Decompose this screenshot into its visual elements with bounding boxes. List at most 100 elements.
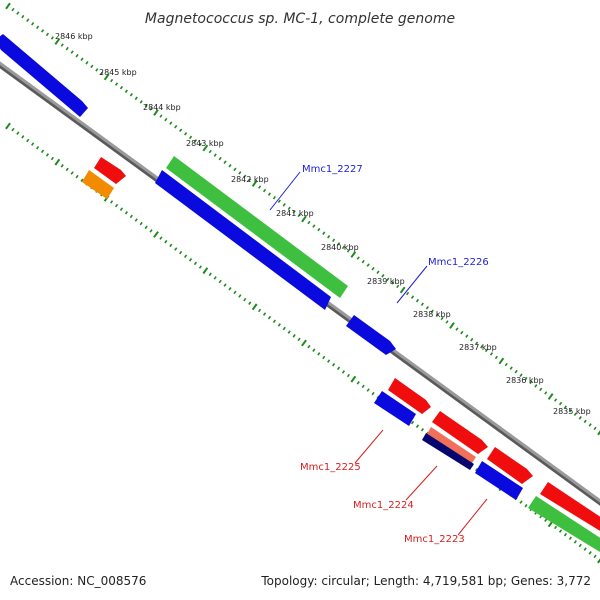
- gene-label-mmc1-2226[interactable]: Mmc1_2226: [428, 257, 489, 268]
- minor-tick: [159, 236, 163, 240]
- minor-tick: [100, 71, 104, 76]
- minor-tick: [346, 249, 350, 253]
- minor-tick: [593, 554, 597, 559]
- gene-arrow-blue-mmc1-2225[interactable]: [374, 391, 416, 426]
- minor-tick: [134, 96, 138, 101]
- kbp-label: 2840 kbp: [321, 243, 359, 252]
- minor-tick: [129, 214, 133, 219]
- minor-tick: [415, 424, 420, 428]
- minor-tick: [193, 139, 198, 143]
- kbp-label: 2836 kbp: [506, 376, 544, 385]
- minor-tick: [139, 221, 143, 226]
- minor-tick: [169, 121, 173, 125]
- gene-arrow-orange[interactable]: [82, 170, 114, 199]
- minor-tick: [568, 408, 572, 413]
- minor-tick: [524, 377, 528, 381]
- major-tick: [350, 375, 357, 383]
- minor-tick: [11, 127, 15, 132]
- minor-tick: [45, 32, 50, 37]
- gene-arrow-red-right-edge[interactable]: [540, 482, 600, 534]
- gene-label-mmc1-2224[interactable]: Mmc1_2224: [353, 500, 414, 511]
- gene-arrow-blue-mmc1-2226[interactable]: [346, 315, 396, 355]
- minor-tick: [381, 274, 385, 278]
- gene-arrow-green-right-edge[interactable]: [528, 496, 600, 555]
- minor-tick: [519, 373, 523, 377]
- gene-arrow-salmon-mmc1-2224[interactable]: [427, 427, 476, 463]
- gene-label-mmc1-2223[interactable]: Mmc1_2223: [404, 534, 465, 545]
- gene-arrow-blue-mmc1-2227[interactable]: [155, 170, 331, 310]
- gene-arrow-red-mmc1-2225[interactable]: [388, 378, 431, 414]
- minor-tick: [110, 200, 114, 204]
- minor-tick: [588, 423, 592, 427]
- minor-tick: [554, 525, 558, 530]
- gene-labels: Mmc1_2227 Mmc1_2226 Mmc1_2225 Mmc1_2224 …: [300, 164, 489, 545]
- gene-features: [0, 34, 600, 555]
- minor-tick: [184, 132, 188, 136]
- gene-arrow-red-mmc1-2224[interactable]: [432, 411, 488, 454]
- gene-arrow-red-small[interactable]: [94, 157, 126, 184]
- minor-tick: [144, 225, 148, 230]
- minor-tick: [336, 242, 341, 246]
- minor-tick: [435, 313, 439, 317]
- minor-tick: [307, 220, 311, 225]
- minor-tick: [524, 504, 528, 508]
- minor-tick: [80, 57, 84, 61]
- major-tick: [153, 109, 159, 116]
- minor-tick: [218, 279, 222, 284]
- major-tick: [399, 286, 406, 294]
- minor-tick: [124, 89, 128, 93]
- minor-tick: [361, 384, 365, 389]
- gene-arrow-green-mmc1-2227[interactable]: [166, 156, 348, 298]
- minor-tick: [282, 326, 286, 331]
- minor-tick: [193, 261, 198, 266]
- minor-tick: [60, 43, 64, 47]
- minor-tick: [529, 380, 533, 385]
- minor-tick: [277, 199, 281, 203]
- minor-tick: [188, 135, 193, 140]
- minor-tick: [460, 330, 464, 335]
- minor-tick: [174, 124, 178, 129]
- gene-label-leaders: [269, 171, 488, 536]
- minor-tick: [36, 25, 40, 30]
- minor-tick: [223, 283, 227, 287]
- minor-tick: [583, 419, 587, 424]
- gene-arrow-navy-mmc1-2224[interactable]: [422, 433, 474, 470]
- gene-arrow-blue-top-left[interactable]: [0, 34, 88, 117]
- kbp-label: 2835 kbp: [553, 407, 591, 416]
- gene-arrow-blue-mmc1-2223[interactable]: [475, 461, 523, 500]
- minor-tick: [213, 276, 217, 280]
- minor-tick: [75, 53, 79, 58]
- minor-tick: [267, 315, 272, 320]
- minor-tick: [563, 532, 568, 537]
- minor-tick: [149, 229, 153, 233]
- minor-tick: [563, 405, 568, 409]
- minor-tick: [509, 366, 513, 370]
- gene-label-mmc1-2225[interactable]: Mmc1_2225: [300, 462, 361, 473]
- minor-tick: [31, 142, 35, 146]
- minor-tick: [583, 547, 587, 551]
- minor-tick: [40, 149, 45, 154]
- minor-tick: [292, 334, 296, 338]
- minor-tick: [588, 551, 592, 555]
- minor-tick: [544, 391, 548, 395]
- minor-tick: [341, 245, 346, 250]
- minor-tick: [455, 327, 459, 331]
- minor-tick: [60, 164, 64, 168]
- major-tick: [202, 267, 209, 275]
- minor-tick: [258, 185, 262, 189]
- minor-tick: [213, 153, 217, 157]
- kbp-label: 2837 kbp: [459, 343, 497, 352]
- minor-tick: [119, 85, 124, 90]
- minor-tick: [110, 78, 114, 83]
- minor-tick: [262, 188, 267, 193]
- minor-tick: [75, 174, 79, 179]
- minor-tick: [558, 401, 563, 406]
- minor-tick: [129, 93, 133, 97]
- minor-tick: [50, 36, 54, 40]
- minor-tick: [134, 218, 138, 222]
- minor-tick: [139, 100, 143, 104]
- gene-label-mmc1-2227[interactable]: Mmc1_2227: [302, 164, 363, 175]
- minor-tick: [287, 330, 291, 334]
- minor-tick: [420, 302, 424, 306]
- gene-arrow-red-mmc1-2223[interactable]: [487, 447, 533, 484]
